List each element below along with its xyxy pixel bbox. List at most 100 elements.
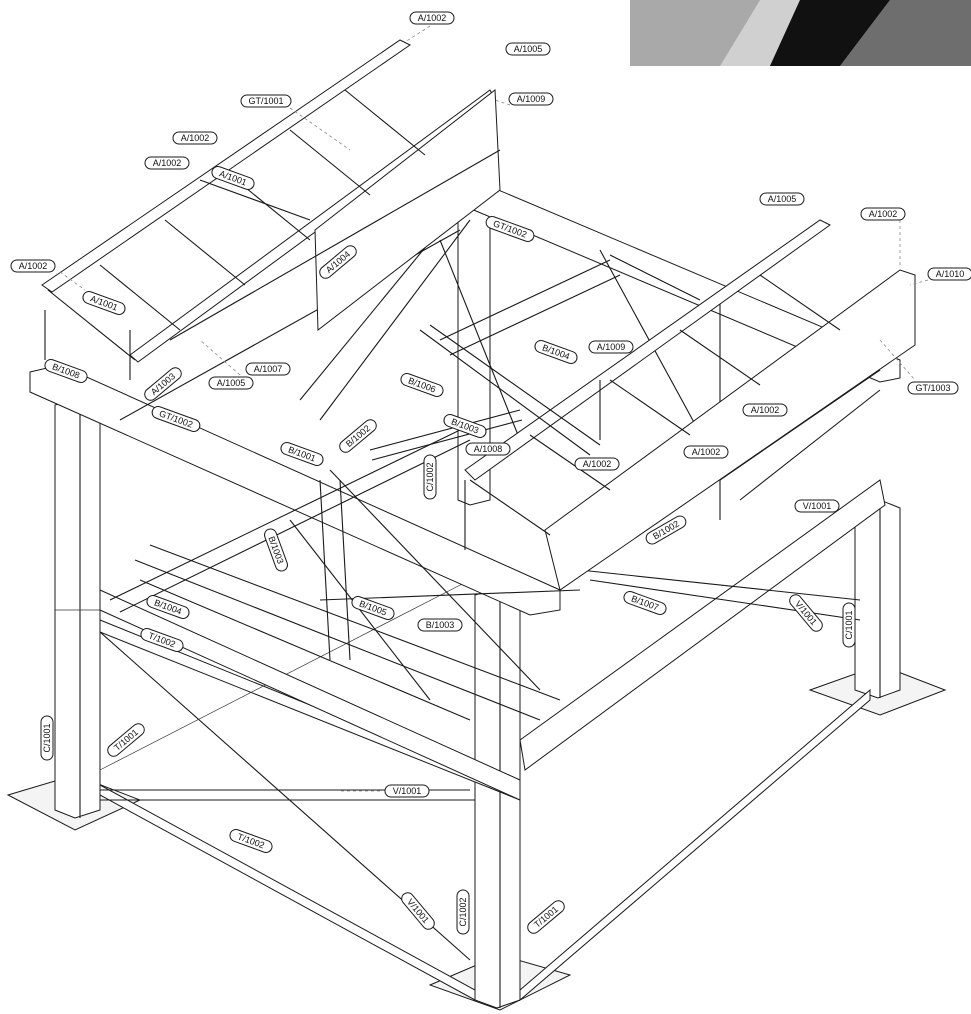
- part-label-text: B/1003: [426, 620, 455, 630]
- part-label-outline: [505, 42, 551, 56]
- part-label-text: A/1009: [597, 342, 626, 352]
- part-label-outline: [339, 419, 377, 453]
- part-label-text: A/1002: [692, 447, 721, 457]
- part-label: A/1002: [574, 457, 620, 471]
- part-label-outline: [82, 291, 126, 315]
- part-label-outline: [107, 723, 145, 757]
- leader-lines: [59, 25, 929, 792]
- part-label: C/1001: [842, 602, 856, 648]
- part-label-outline: [144, 156, 190, 170]
- part-label: A/1002: [144, 156, 190, 170]
- part-label-text: A/1009: [517, 94, 546, 104]
- part-label-text: A/1002: [153, 158, 182, 168]
- part-label-outline: [208, 376, 254, 390]
- part-label-outline: [229, 829, 273, 853]
- part-label-outline: [574, 457, 620, 471]
- part-label-outline: [527, 900, 565, 934]
- part-label-outline: [146, 595, 190, 619]
- part-label: A/1009: [508, 92, 554, 106]
- part-label: A/1002: [683, 445, 729, 459]
- part-label-outline: [140, 628, 184, 652]
- part-label-outline: [245, 362, 291, 376]
- part-label: V/1001: [789, 594, 823, 632]
- part-label: T/1001: [107, 723, 145, 757]
- part-label-outline: [172, 131, 218, 145]
- part-label-outline: [789, 594, 823, 632]
- part-label-outline: [907, 381, 959, 395]
- part-label: B/1003: [264, 528, 288, 572]
- part-label-text: A/1007: [254, 364, 283, 374]
- main-frame: [29, 177, 901, 801]
- part-label-outline: [623, 591, 667, 615]
- part-label-outline: [280, 442, 324, 466]
- part-label: A/1002: [860, 207, 906, 221]
- part-label: A/1002: [409, 11, 455, 25]
- part-label-outline: [485, 216, 535, 242]
- part-label-text: V/1001: [393, 786, 422, 796]
- part-label-outline: [40, 715, 54, 761]
- part-label: GT/1003: [907, 381, 959, 395]
- part-label: A/1001: [82, 291, 126, 315]
- part-label-outline: [351, 596, 395, 620]
- part-label-text: V/1001: [803, 501, 832, 511]
- part-label-outline: [508, 92, 554, 106]
- part-label: V/1001: [794, 499, 840, 513]
- part-label: B/1001: [280, 442, 324, 466]
- part-label-outline: [417, 618, 463, 632]
- part-label-text: A/1010: [936, 269, 965, 279]
- part-label: C/1001: [40, 715, 54, 761]
- part-label: A/1005: [759, 192, 805, 206]
- part-label-outline: [144, 367, 182, 401]
- part-label-outline: [842, 602, 856, 648]
- part-label: B/1003: [417, 618, 463, 632]
- part-label-outline: [456, 889, 470, 935]
- part-label: A/1005: [208, 376, 254, 390]
- part-label-text: A/1005: [514, 44, 543, 54]
- part-label-outline: [742, 403, 788, 417]
- photo-inset: [630, 0, 971, 66]
- part-label: A/1009: [588, 340, 634, 354]
- part-label: C/1002: [456, 889, 470, 935]
- columns: [54, 189, 901, 1009]
- part-label-outline: [534, 340, 578, 364]
- part-label-text: A/1005: [768, 194, 797, 204]
- part-label: A/1002: [10, 259, 56, 273]
- part-label-outline: [240, 94, 292, 108]
- part-label-text: GT/1003: [915, 383, 950, 393]
- part-label-outline: [401, 892, 435, 930]
- part-label: B/1004: [534, 340, 578, 364]
- part-label-text: C/1002: [425, 462, 435, 491]
- part-label: C/1002: [423, 454, 437, 500]
- part-label: A/1010: [927, 267, 971, 281]
- part-label-text: C/1001: [42, 723, 52, 752]
- part-label: T/1002: [229, 829, 273, 853]
- part-label: V/1001: [401, 892, 435, 930]
- part-label-text: A/1002: [19, 261, 48, 271]
- part-label-text: A/1002: [583, 459, 612, 469]
- part-label-outline: [927, 267, 971, 281]
- part-label-outline: [860, 207, 906, 221]
- part-label-outline: [443, 414, 487, 438]
- part-label: A/1003: [144, 367, 182, 401]
- part-label-text: C/1001: [844, 610, 854, 639]
- part-label-text: A/1002: [751, 405, 780, 415]
- part-label: A/1002: [742, 403, 788, 417]
- part-label: A/1005: [505, 42, 551, 56]
- upper-channel-left: [41, 39, 501, 380]
- part-label-outline: [423, 454, 437, 500]
- part-label-outline: [759, 192, 805, 206]
- upper-channel-right: [419, 219, 916, 591]
- part-label: A/1008: [465, 442, 511, 456]
- part-label-text: A/1005: [217, 378, 246, 388]
- part-label-outline: [44, 359, 88, 383]
- part-label: B/1007: [623, 591, 667, 615]
- part-label-outline: [400, 373, 444, 397]
- part-label-text: A/1002: [418, 13, 447, 23]
- part-label-outline: [151, 406, 201, 432]
- part-label-outline: [384, 784, 430, 798]
- part-label: A/1007: [245, 362, 291, 376]
- part-label-text: A/1008: [474, 444, 503, 454]
- part-label-text: GT/1001: [248, 96, 283, 106]
